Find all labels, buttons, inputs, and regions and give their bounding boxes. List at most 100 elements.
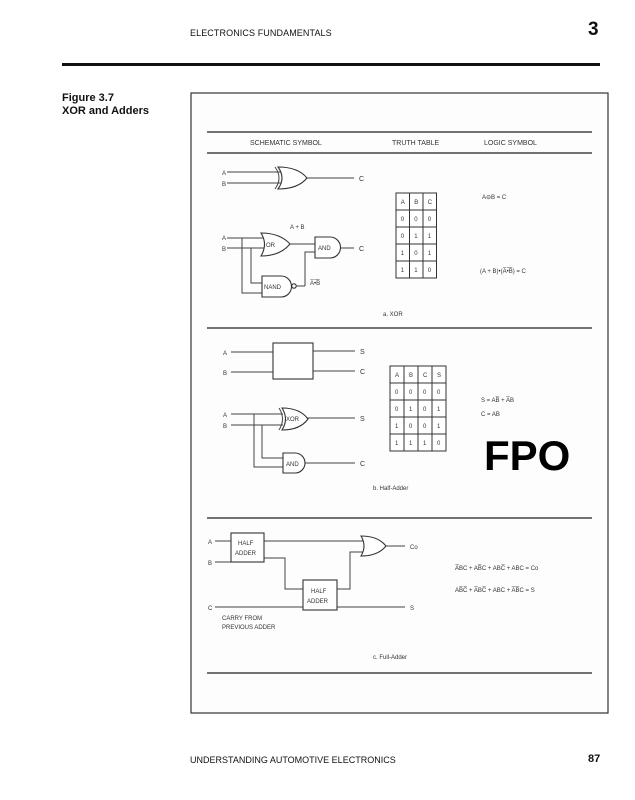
logic-expression: C = AB <box>481 412 500 418</box>
column-header: LOGIC SYMBOL <box>484 140 537 147</box>
half-adder-block <box>302 579 338 611</box>
logic-expression: A̅BC + AB̅C + ABC̅ + ABC = Co <box>455 565 539 572</box>
running-header: ELECTRONICS FUNDAMENTALS <box>190 28 332 38</box>
truth-table-value: 1 <box>423 441 427 447</box>
truth-table-value: 0 <box>395 407 399 413</box>
gate-label: NAND <box>264 285 282 291</box>
truth-table-value: 1 <box>395 424 399 430</box>
logic-expression: AB̅C̅ + A̅BC̅ + ABC + A̅B̅C = S <box>455 587 535 594</box>
subfigure-caption: c. Full-Adder <box>373 655 407 661</box>
input-label: B <box>223 371 227 377</box>
truth-table-value: 0 <box>401 217 405 223</box>
input-label: B <box>223 424 227 430</box>
input-label: B <box>222 247 226 253</box>
wire <box>227 171 354 184</box>
page-number: 87 <box>588 753 601 765</box>
truth-table-value: 1 <box>409 407 413 413</box>
carry-out-label: Co <box>410 545 418 551</box>
header-rule <box>62 63 600 66</box>
truth-table-value: C <box>428 200 433 206</box>
figure-title: XOR and Adders <box>62 105 149 117</box>
input-label: C <box>208 606 213 612</box>
truth-table-value: 0 <box>409 424 413 430</box>
output-label: C <box>360 369 365 376</box>
truth-table-value: 0 <box>409 390 413 396</box>
column-header: TRUTH TABLE <box>392 140 440 147</box>
block-label: ADDER <box>307 599 329 605</box>
truth-table-value: 1 <box>414 268 418 274</box>
half-adder-block <box>272 342 314 380</box>
xor-gate-arc <box>278 407 283 431</box>
gate-label: XOR <box>286 417 300 423</box>
logic-expression: (A + B)•(A̅•̅B̅) = C <box>480 268 527 275</box>
truth-table-value: 1 <box>414 234 418 240</box>
subfigure-caption: b. Half-Adder <box>373 486 408 492</box>
truth-table-value: 0 <box>437 390 441 396</box>
nand-output-label: A̅•̅B̅ <box>310 280 320 287</box>
output-label: S <box>360 416 365 423</box>
gate-label: AND <box>318 246 331 252</box>
truth-table-value: 1 <box>437 424 441 430</box>
truth-table-value: C <box>423 373 428 379</box>
or-gate <box>259 232 291 257</box>
truth-table-value: 0 <box>423 407 427 413</box>
input-label: B <box>208 561 212 567</box>
truth-table-value: B <box>409 373 413 379</box>
nand-gate <box>261 275 292 298</box>
input-label: A <box>223 413 227 419</box>
chapter-number: 3 <box>588 19 599 40</box>
subfigure-caption: a. XOR <box>383 312 403 318</box>
input-label: A <box>223 351 227 357</box>
truth-table-value: B <box>414 200 418 206</box>
truth-table-value: 0 <box>414 217 418 223</box>
output-label: C <box>360 461 365 468</box>
input-label: A <box>222 171 226 177</box>
full-adder-section: A B C HALF ADDER HALF ADDER Co S CARRY F… <box>208 532 539 661</box>
and-gate <box>282 452 306 474</box>
output-label: S <box>360 349 365 356</box>
truth-table-value: 1 <box>401 268 405 274</box>
carry-note: PREVIOUS ADDER <box>222 625 276 631</box>
input-label: A <box>222 236 226 242</box>
truth-table-value: S <box>437 373 441 379</box>
or-output-label: A + B <box>290 225 305 231</box>
truth-table-value: 0 <box>414 251 418 257</box>
truth-table-value: A <box>401 200 405 206</box>
carry-note: CARRY FROM <box>222 616 262 622</box>
logic-expression: S = AB̅ + A̅B <box>481 397 514 404</box>
wire <box>231 413 355 468</box>
gate-label: OR <box>266 243 276 249</box>
truth-table-value: 0 <box>428 217 432 223</box>
truth-table-value: 1 <box>428 251 432 257</box>
truth-table-value: 0 <box>395 390 399 396</box>
truth-table-value: 0 <box>401 234 405 240</box>
column-header: SCHEMATIC SYMBOL <box>250 140 322 147</box>
wire <box>227 237 354 294</box>
figure-caption: Figure 3.7 XOR and Adders <box>62 92 149 118</box>
output-label: C <box>359 176 364 183</box>
truth-table-value: 0 <box>423 424 427 430</box>
input-label: A <box>208 540 212 546</box>
truth-table-value: 1 <box>428 234 432 240</box>
truth-table-value: 0 <box>423 390 427 396</box>
or-gate <box>360 535 387 557</box>
output-label: C <box>359 246 364 253</box>
truth-table-value: 1 <box>395 441 399 447</box>
truth-table-value: 0 <box>437 441 441 447</box>
truth-table-cell <box>431 433 447 452</box>
truth-table-value: 1 <box>409 441 413 447</box>
xor-gate <box>280 407 309 431</box>
block-label: HALF <box>238 541 254 547</box>
half-adder-truth-table: A B C S 0 0 0 0 0 1 0 1 1 0 0 1 1 1 1 0 <box>389 365 447 452</box>
xor-gate-arc <box>274 166 280 190</box>
gate-label: AND <box>286 462 299 468</box>
figure-number: Figure 3.7 <box>62 92 114 104</box>
block-label: HALF <box>311 589 327 595</box>
truth-table-value: A <box>395 373 399 379</box>
truth-table-value: 1 <box>437 407 441 413</box>
logic-expression: A⊖B = C <box>482 195 507 201</box>
